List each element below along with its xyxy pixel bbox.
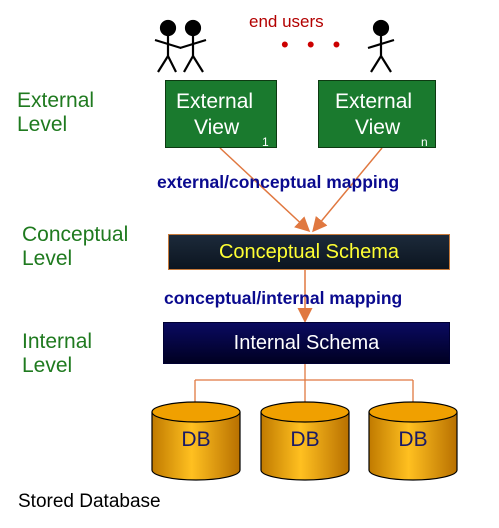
db-label: DB [398, 428, 428, 451]
external-conceptual-mapping-label: external/conceptual mapping [157, 172, 400, 192]
conceptual-schema-box: Conceptual Schema [168, 234, 450, 270]
mapping-arrow [219, 147, 311, 233]
mapping-arrow [312, 147, 383, 233]
conceptual-internal-mapping-label: conceptual/internal mapping [164, 288, 403, 308]
db-label: DB [290, 428, 320, 451]
external-view-title: External [335, 90, 413, 113]
external-view-label: View [355, 116, 401, 139]
end-users-ellipsis: • • • [281, 32, 347, 57]
external-view-subscript: 1 [262, 135, 269, 149]
database-cylinder-icon [368, 401, 458, 481]
external-view-n-box: External View n [318, 80, 436, 149]
user-figure-icon [154, 19, 182, 73]
database-cylinder-icon [260, 401, 350, 481]
user-figure-icon [367, 19, 395, 73]
internal-schema-box: Internal Schema [163, 322, 450, 364]
external-view-label: View [194, 116, 240, 139]
db-label: DB [181, 428, 211, 451]
external-view-subscript: n [421, 135, 428, 149]
database-cylinder-icon [151, 401, 241, 481]
external-view-1-box: External View 1 [165, 80, 277, 149]
end-users-label: end users [249, 12, 324, 31]
external-view-title: External [176, 90, 254, 113]
stored-database-caption: Stored Database [18, 491, 161, 512]
user-figure-icon [179, 19, 207, 73]
